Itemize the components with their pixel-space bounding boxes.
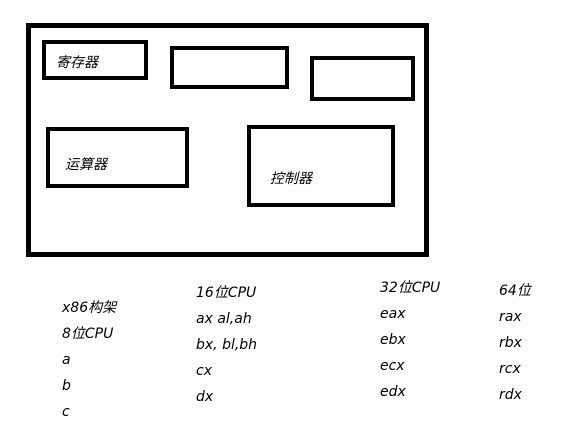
control-label: 控制器 (270, 171, 312, 187)
blank-box-2 (310, 56, 415, 101)
bit64-column-item: rax (499, 309, 522, 325)
bit16-column: 16位CPU ax al,ah bx, bl,bh cx dx (196, 280, 257, 410)
bit16-column-item: cx (196, 363, 212, 379)
bit16-column-item: dx (196, 389, 214, 405)
bit32-column-item: ecx (380, 358, 405, 374)
bit32-column-item: edx (380, 384, 406, 400)
bit16-column-item: ax al,ah (196, 311, 252, 327)
x86-column: x86构架 8位CPU a b c (62, 295, 116, 425)
bit16-column-heading: 16位CPU (196, 285, 257, 301)
bit64-column-item: rcx (499, 361, 521, 377)
bit64-column-heading: 64位 (499, 283, 531, 299)
bit32-column-item: ebx (380, 332, 406, 348)
x86-column-item: 8位CPU (62, 326, 114, 342)
register-label: 寄存器 (56, 55, 98, 71)
bit64-column-item: rbx (499, 335, 522, 351)
blank-box-1 (170, 46, 289, 89)
bit16-column-item: bx, bl,bh (196, 337, 258, 353)
alu-label: 运算器 (65, 157, 107, 173)
register-box: 寄存器 (42, 40, 148, 80)
bit64-column: 64位 rax rbx rcx rdx (499, 278, 531, 408)
x86-column-item: a (62, 352, 71, 368)
x86-column-item: b (62, 378, 71, 394)
alu-box: 运算器 (46, 127, 189, 188)
control-box: 控制器 (247, 125, 395, 207)
bit32-column-item: eax (380, 306, 406, 322)
bit32-column-heading: 32位CPU (380, 280, 441, 296)
bit32-column: 32位CPU eax ebx ecx edx (380, 275, 440, 405)
bit64-column-item: rdx (499, 387, 522, 403)
x86-column-heading: x86构架 (62, 300, 117, 316)
x86-column-item: c (62, 404, 70, 420)
